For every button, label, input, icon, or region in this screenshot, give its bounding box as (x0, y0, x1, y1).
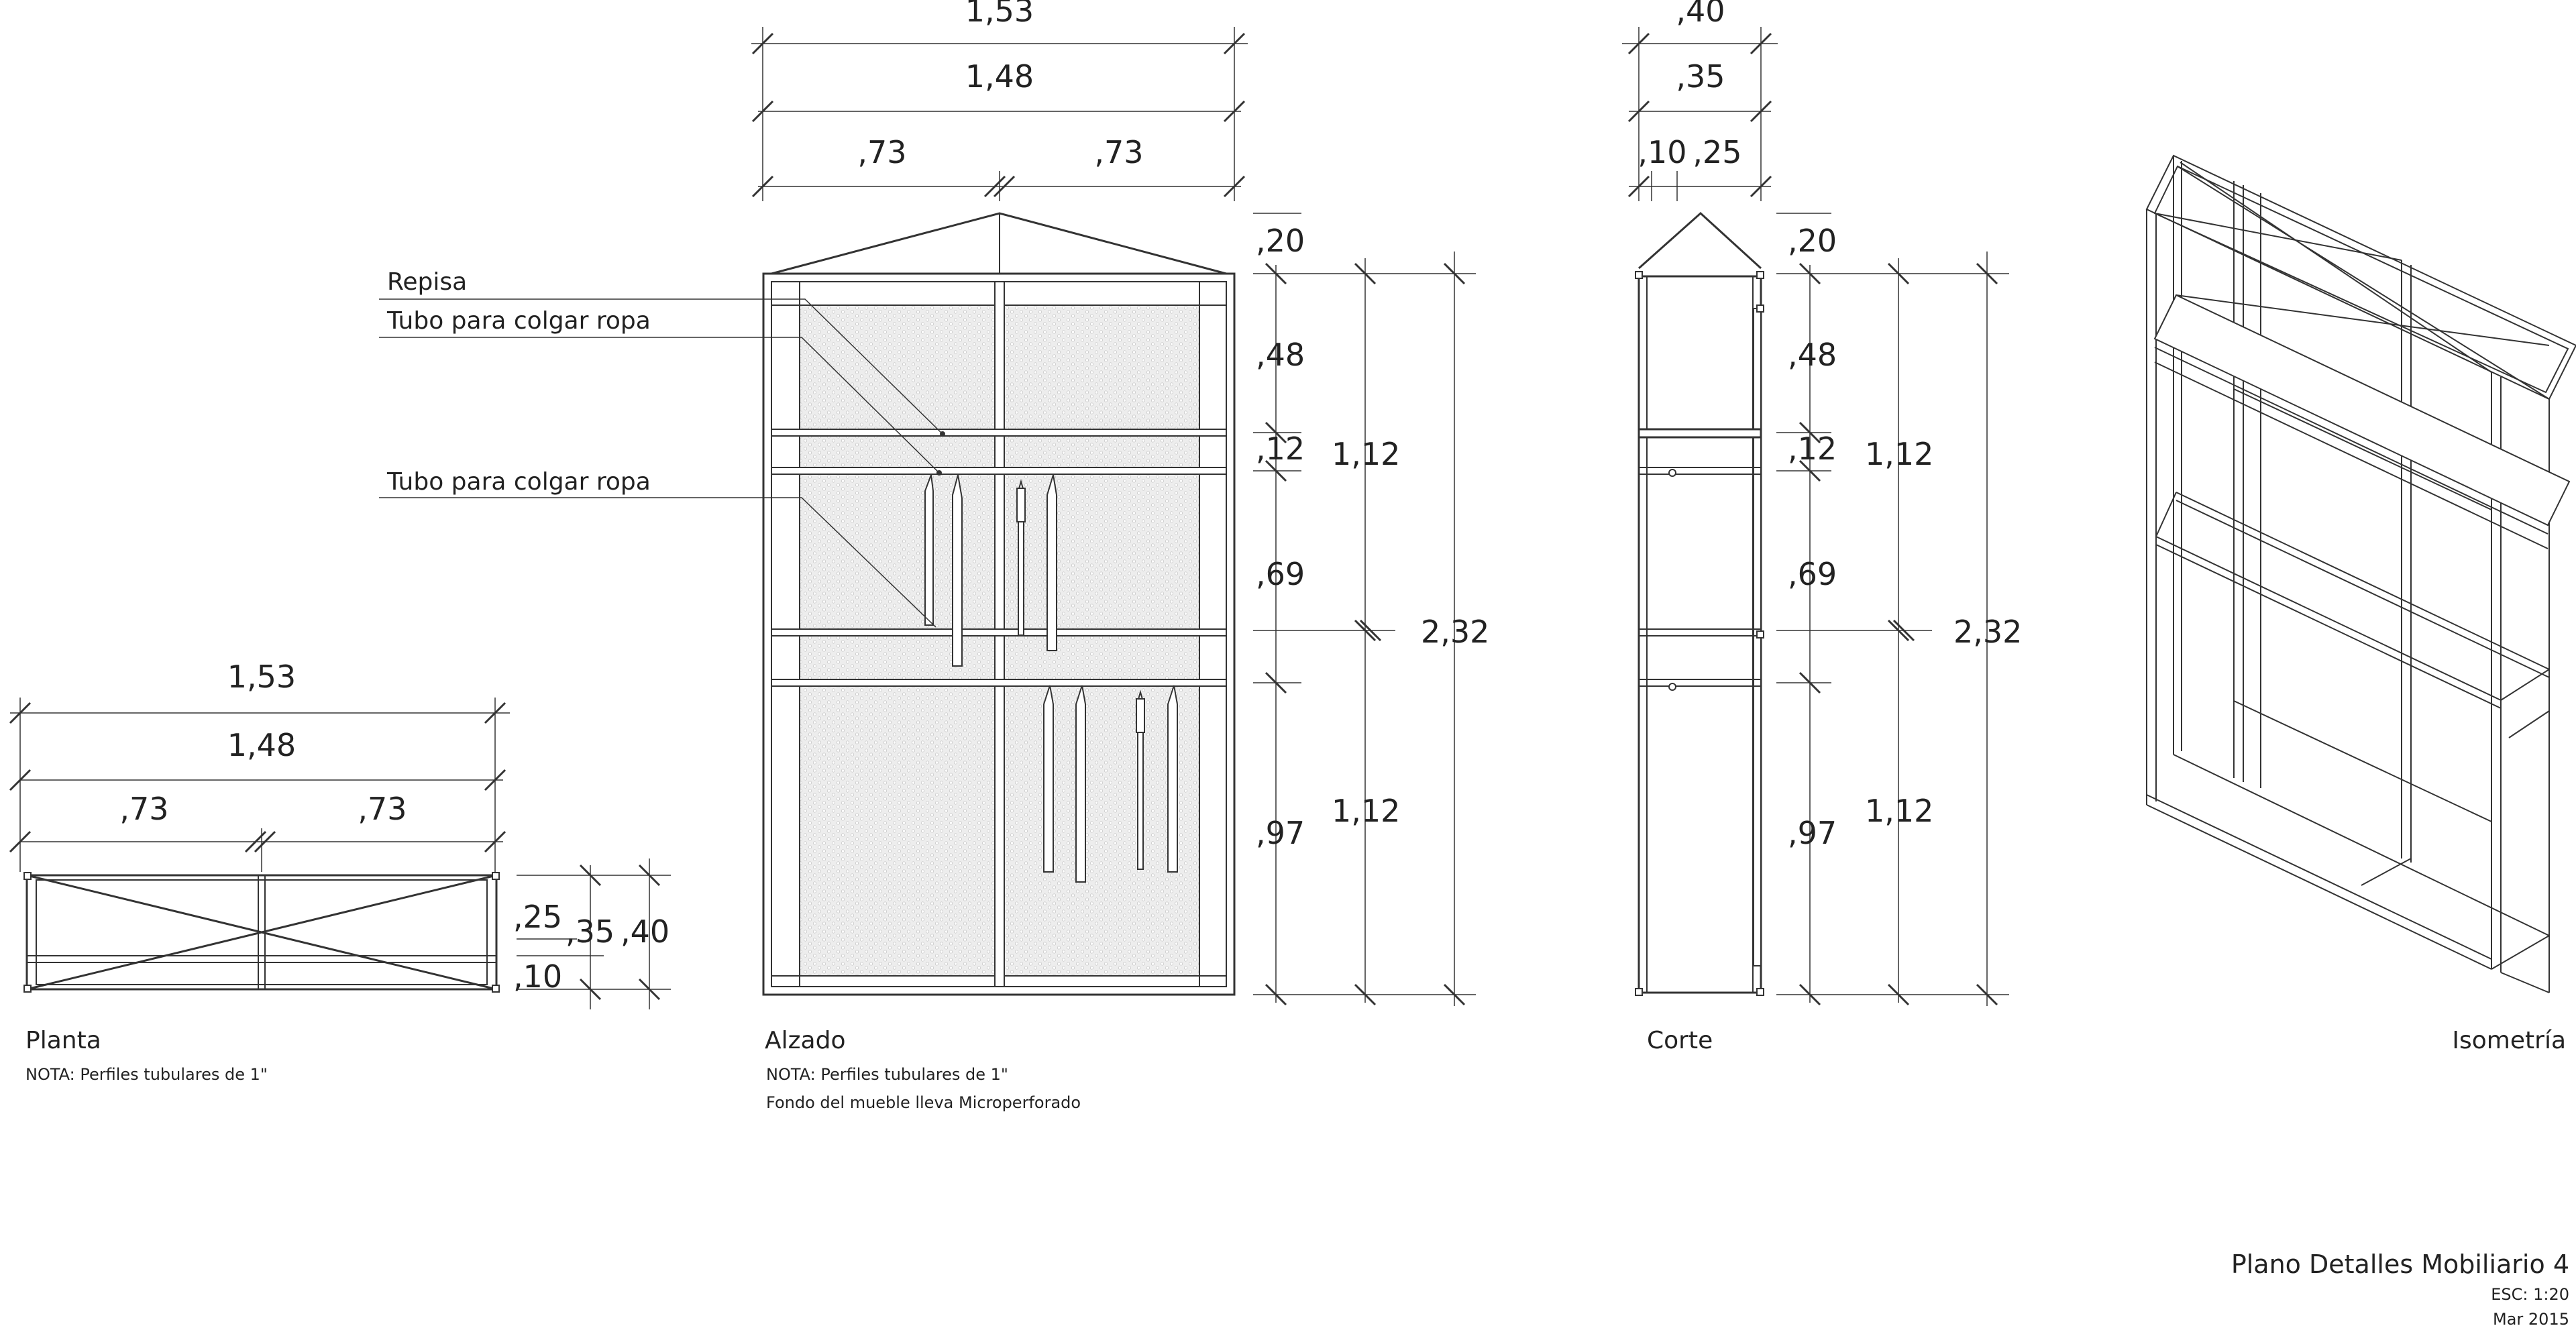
section-depth-inner: ,35 (1676, 58, 1725, 95)
section-depth-a: ,10 (1638, 134, 1686, 170)
plan-label: Planta (25, 1027, 101, 1054)
callout-tube-upper: Tubo para colgar ropa (386, 307, 651, 335)
elev-note-2: Fondo del mueble lleva Microperforado (766, 1093, 1081, 1112)
section-label: Corte (1647, 1027, 1713, 1054)
elev-label: Alzado (765, 1027, 845, 1054)
isometric-view (2145, 154, 2576, 993)
elevation-view (379, 27, 1476, 1006)
elev-height-2: ,48 (1256, 337, 1305, 373)
elev-width-inner: 1,48 (965, 58, 1034, 95)
sheet-scale: ESC: 1:20 (2491, 1285, 2569, 1304)
section-depth-total: ,40 (1676, 0, 1725, 29)
elev-half-right: ,73 (1094, 134, 1143, 170)
section-subtotal-upper: 1,12 (1865, 436, 1933, 472)
sheet-date: Mar 2015 (2493, 1310, 2569, 1329)
elev-height-5: ,97 (1256, 815, 1305, 851)
elev-height-4: ,69 (1256, 556, 1305, 592)
plan-half-right: ,73 (358, 791, 407, 827)
callout-tube-lower: Tubo para colgar ropa (386, 468, 651, 496)
section-depth-b: ,25 (1693, 134, 1741, 170)
sheet-title: Plano Detalles Mobiliario 4 (2231, 1250, 2569, 1279)
elev-half-left: ,73 (857, 134, 906, 170)
section-height-3: ,12 (1788, 431, 1837, 467)
section-height-total: 2,32 (1953, 614, 2022, 650)
elev-height-3: ,12 (1256, 431, 1305, 467)
section-view (1622, 27, 2009, 1006)
plan-depth-1: ,25 (513, 899, 562, 935)
elev-height-1: ,20 (1256, 223, 1305, 259)
section-height-4: ,69 (1788, 556, 1837, 592)
plan-half-left: ,73 (119, 791, 168, 827)
section-subtotal-lower: 1,12 (1865, 793, 1933, 829)
callout-shelf: Repisa (387, 268, 467, 296)
plan-width-total: 1,53 (227, 659, 296, 695)
iso-label: Isometría (2452, 1027, 2566, 1054)
elev-subtotal-upper: 1,12 (1332, 436, 1400, 472)
plan-depth-3: ,40 (621, 913, 669, 950)
section-height-5: ,97 (1788, 815, 1837, 851)
elev-subtotal-lower: 1,12 (1332, 793, 1400, 829)
plan-width-inner: 1,48 (227, 727, 296, 763)
plan-depth-2: ,35 (566, 913, 614, 950)
elev-note-1: NOTA: Perfiles tubulares de 1" (766, 1065, 1008, 1084)
plan-depth-4: ,10 (513, 958, 562, 995)
plan-view (9, 698, 671, 1009)
elev-height-total: 2,32 (1421, 614, 1489, 650)
section-height-1: ,20 (1788, 223, 1837, 259)
plan-note: NOTA: Perfiles tubulares de 1" (25, 1065, 268, 1084)
elev-width-total: 1,53 (965, 0, 1034, 29)
section-height-2: ,48 (1788, 337, 1837, 373)
